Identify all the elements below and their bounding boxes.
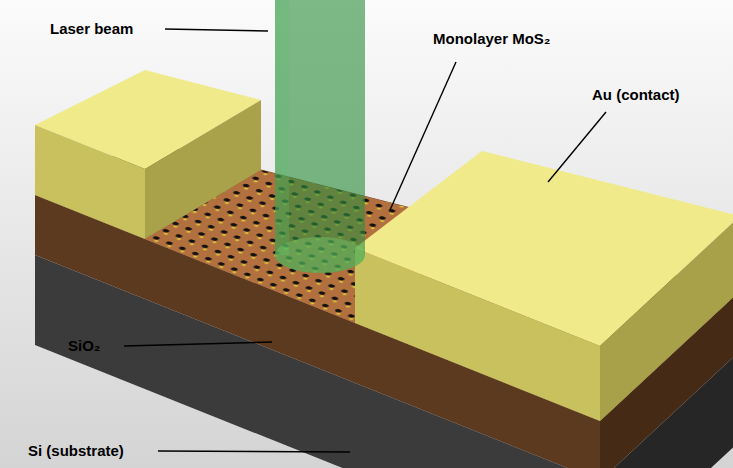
laser-beam: [275, 0, 365, 273]
leader-line: [124, 342, 272, 346]
beam-label: Laser beam: [50, 20, 133, 38]
label-anchor: Monolayer MoS₂: [433, 30, 551, 48]
label-anchor: Si (substrate): [28, 442, 124, 460]
laser-beam-highlight: [275, 0, 289, 255]
left-au-front: [35, 125, 145, 239]
contact-label: Au (contact): [592, 86, 680, 104]
layer-label: SiO₂: [68, 337, 101, 355]
right-au-side: [600, 216, 733, 421]
leader-line: [165, 29, 268, 31]
leader-line: [548, 112, 606, 182]
label-anchor: SiO₂: [68, 337, 101, 355]
left-au-side: [145, 100, 261, 239]
laser-spot: [275, 237, 365, 273]
material-label: Monolayer MoS₂: [433, 30, 551, 48]
label-anchor: Laser beam: [50, 20, 133, 38]
leader-line: [390, 62, 456, 210]
leader-line: [158, 451, 350, 452]
layer-label: Si (substrate): [28, 442, 124, 460]
label-anchor: Au (contact): [592, 86, 680, 104]
